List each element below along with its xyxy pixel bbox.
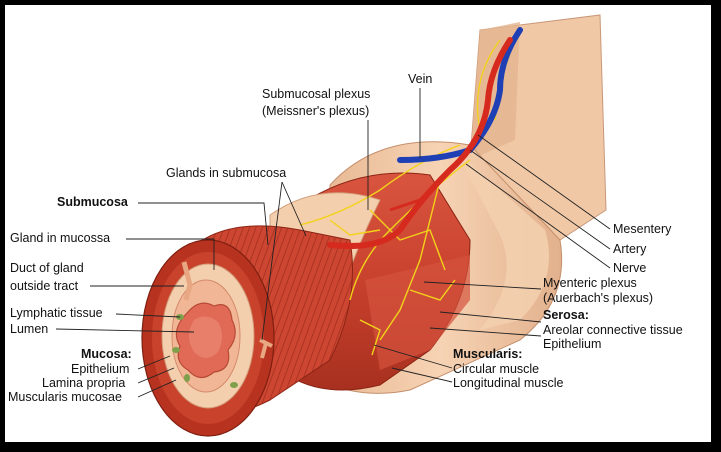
label-longitudinal-muscle: Longitudinal muscle: [453, 376, 564, 390]
label-artery: Artery: [613, 242, 647, 256]
label-vein: Vein: [408, 72, 432, 86]
label-glands-in-submucosa: Glands in submucosa: [166, 166, 286, 180]
label-muscularis-heading: Muscularis:: [453, 347, 522, 361]
label-lamina-propria: Lamina propria: [42, 376, 125, 390]
label-duct-of-gland: Duct of gland: [10, 261, 84, 275]
label-submucosa: Submucosa: [57, 195, 129, 209]
label-submucosal-plexus: Submucosal plexus: [262, 87, 370, 101]
label-myenteric-plexus: Myenteric plexus: [543, 276, 637, 290]
label-areolar-connective-tissue: Areolar connective tissue: [543, 323, 683, 337]
label-mucosa-heading: Mucosa:: [81, 347, 132, 361]
cross-section-face: [142, 240, 274, 436]
label-nerve: Nerve: [613, 261, 646, 275]
label-duct-outside-tract: outside tract: [10, 279, 79, 293]
label-serosa-epithelium: Epithelium: [543, 337, 601, 351]
label-submucosal-plexus-sub: (Meissner's plexus): [262, 104, 369, 118]
label-lymphatic-tissue: Lymphatic tissue: [10, 306, 103, 320]
label-myenteric-plexus-sub: (Auerbach's plexus): [543, 291, 653, 305]
label-gland-in-mucosa: Gland in mucossa: [10, 231, 110, 245]
label-circular-muscle: Circular muscle: [453, 362, 539, 376]
label-mucosa-epithelium: Epithelium: [71, 362, 129, 376]
label-lumen: Lumen: [10, 322, 48, 336]
label-mesentery: Mesentery: [613, 222, 672, 236]
label-muscularis-mucosae: Muscularis mucosae: [8, 390, 122, 404]
label-serosa-heading: Serosa:: [543, 308, 589, 322]
